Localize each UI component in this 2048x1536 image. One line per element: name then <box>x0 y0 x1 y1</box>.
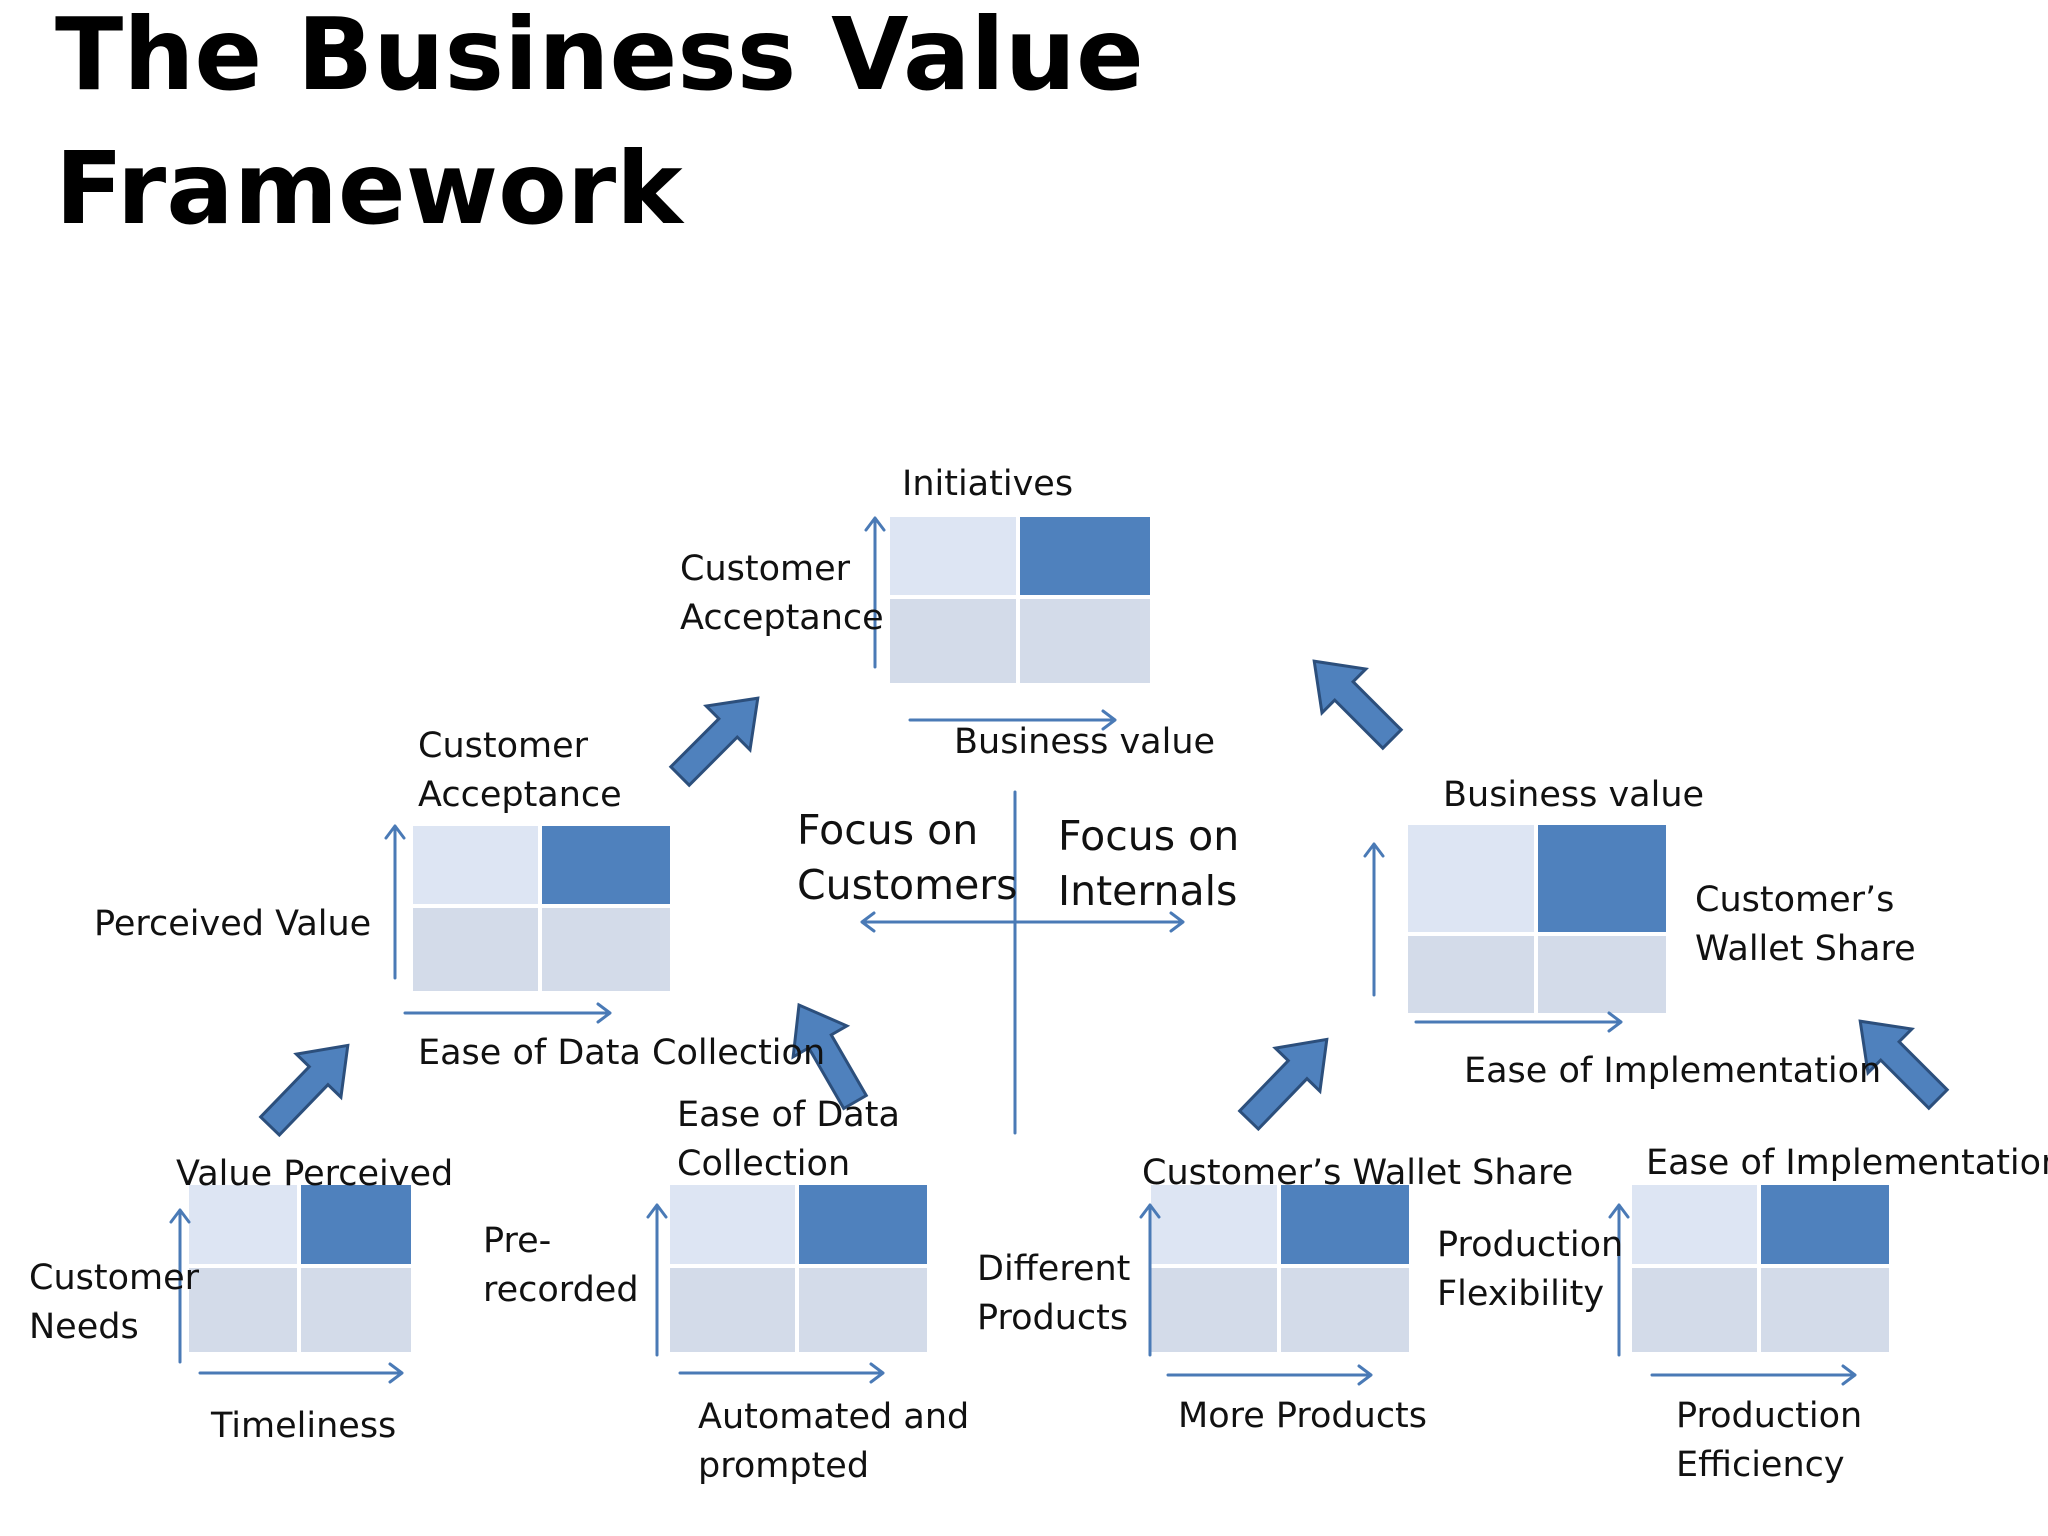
initiatives-y-label: Customer Acceptance <box>680 549 884 638</box>
matrix-customer-acceptance <box>413 826 670 991</box>
thin-arrow-icon <box>198 1362 404 1384</box>
ease-of-data-collection-x-label: Ease of Data Collection <box>418 1033 826 1073</box>
matrix-cell-bottom-left <box>670 1268 795 1352</box>
thin-arrow-icon <box>1166 1364 1373 1386</box>
different-products-label: Different Products <box>977 1249 1131 1338</box>
block-arrow-icon <box>1312 659 1404 751</box>
block-arrow-icon <box>1237 1037 1329 1132</box>
matrix-cell-top-left <box>1151 1185 1277 1264</box>
customers-wallet-share-title: Customer’s Wallet Share <box>1142 1153 1574 1193</box>
matrix-cell-top-right <box>799 1185 927 1264</box>
title-line-1: The Business Value <box>55 0 1144 113</box>
matrix-initiatives <box>890 517 1150 683</box>
thin-arrow-icon <box>646 1203 668 1357</box>
matrix-cell-top-left <box>890 517 1016 595</box>
customer-needs-label: Customer Needs <box>29 1258 200 1347</box>
matrix-cell-top-left <box>1408 825 1534 932</box>
matrix-ease-of-implementation <box>1632 1185 1889 1352</box>
focus-on-internals-label: Focus on Internals <box>1058 812 1240 915</box>
initiatives-x-label: Business value <box>954 722 1216 762</box>
matrix-cell-top-left <box>413 826 538 904</box>
thin-arrow-icon <box>1414 1011 1623 1033</box>
value-perceived-title: Value Perceived <box>176 1154 454 1194</box>
production-efficiency-label: Production Efficiency <box>1676 1396 1863 1485</box>
wallet-share-y-label: Customer’s Wallet Share <box>1695 880 1916 969</box>
initiatives-title: Initiatives <box>902 464 1074 504</box>
thin-arrow-icon <box>1650 1364 1857 1386</box>
block-arrow-icon <box>668 696 760 788</box>
matrix-cell-top-left <box>670 1185 795 1264</box>
block-arrows <box>258 659 1950 1138</box>
thin-arrow-icon <box>1363 842 1385 997</box>
matrix-cell-bottom-left <box>189 1268 297 1352</box>
focus-on-customers-label: Focus on Customers <box>797 806 1018 909</box>
thin-arrow-icon <box>864 516 886 669</box>
matrix-ease-of-data-collection <box>670 1185 927 1352</box>
automated-and-prompted-label: Automated and prompted <box>698 1397 970 1486</box>
timeliness-label: Timeliness <box>211 1406 397 1446</box>
thin-arrow-icon <box>1139 1203 1161 1357</box>
matrix-cell-top-right <box>1020 517 1150 595</box>
ease-of-implementation-x-label: Ease of Implementation <box>1464 1051 1882 1091</box>
thin-arrow-icon <box>1013 911 1185 933</box>
matrix-cell-bottom-left <box>1632 1268 1757 1352</box>
matrix-cell-bottom-right <box>1020 599 1150 683</box>
page-title: The Business Value Framework <box>55 0 1144 256</box>
matrix-value-perceived <box>189 1185 411 1352</box>
thin-arrow-icon <box>678 1362 885 1384</box>
matrix-cell-top-right <box>1281 1185 1409 1264</box>
matrix-cell-top-right <box>1538 825 1666 932</box>
perceived-value-label: Perceived Value <box>94 904 372 944</box>
ease-of-data-collection-title: Ease of Data Collection <box>677 1095 900 1184</box>
customer-acceptance-label: Customer Acceptance <box>418 726 622 815</box>
ease-of-implementation-title: Ease of Implementation <box>1646 1143 2048 1183</box>
matrix-cell-bottom-left <box>1408 936 1534 1013</box>
matrix-cell-bottom-left <box>413 908 538 991</box>
matrix-cell-bottom-right <box>301 1268 411 1352</box>
matrix-cell-top-left <box>1632 1185 1757 1264</box>
matrix-cell-top-right <box>301 1185 411 1264</box>
matrix-cell-bottom-right <box>542 908 670 991</box>
block-arrow-icon <box>258 1043 350 1138</box>
pre-recorded-label: Pre- recorded <box>483 1221 639 1310</box>
matrix-business-value <box>1408 825 1666 1013</box>
block-arrow-icon <box>1858 1019 1950 1111</box>
production-flexibility-label: Production Flexibility <box>1437 1225 1624 1314</box>
thin-arrow-icon <box>403 1002 612 1024</box>
matrix-cell-bottom-right <box>1761 1268 1889 1352</box>
block-arrow-icon <box>791 1002 869 1111</box>
matrix-cell-bottom-left <box>890 599 1016 683</box>
thin-arrow-icon <box>860 911 1017 933</box>
matrix-cell-top-right <box>1761 1185 1889 1264</box>
thin-arrow-icon <box>384 824 406 980</box>
matrix-cell-bottom-right <box>799 1268 927 1352</box>
thin-arrow-icon <box>169 1208 191 1364</box>
title-line-2: Framework <box>55 130 683 247</box>
matrix-cell-bottom-right <box>1538 936 1666 1013</box>
thin-arrows <box>169 516 1857 1386</box>
matrix-cell-bottom-left <box>1151 1268 1277 1352</box>
matrix-cell-bottom-right <box>1281 1268 1409 1352</box>
more-products-label: More Products <box>1178 1396 1428 1436</box>
thin-arrow-icon <box>908 709 1117 731</box>
matrix-cell-top-left <box>189 1185 297 1264</box>
thin-arrow-icon <box>1608 1203 1630 1357</box>
matrix-customers-wallet-share <box>1151 1185 1409 1352</box>
business-value-title: Business value <box>1443 775 1705 815</box>
matrix-cell-top-right <box>542 826 670 904</box>
